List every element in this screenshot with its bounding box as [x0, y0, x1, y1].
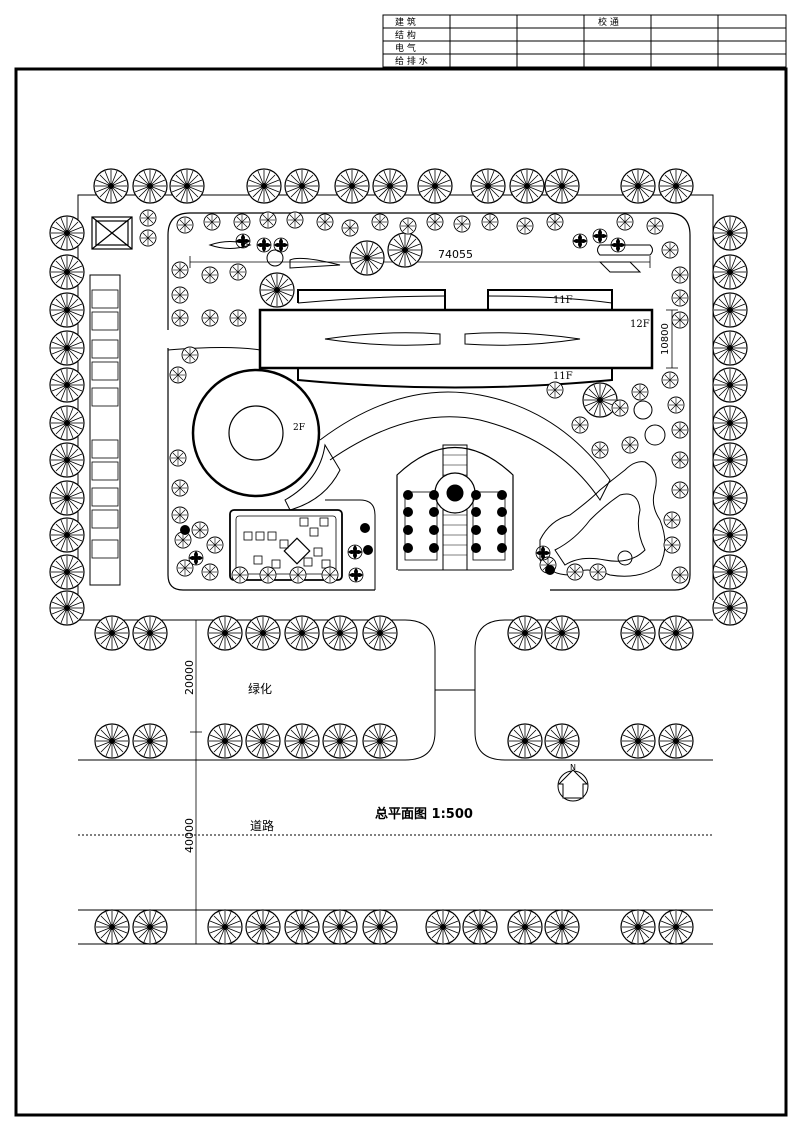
floors-east-label: 12F [630, 319, 650, 330]
vertical-dimensions [190, 619, 202, 945]
tb-structure: 结 构 [395, 29, 416, 41]
north-label: N [570, 763, 576, 772]
main-building [258, 289, 654, 389]
east-garden [539, 400, 666, 577]
round-building [191, 368, 341, 511]
utility-box [91, 216, 133, 250]
parking-lot [89, 274, 121, 586]
green-dimension-label: 20000 [183, 660, 196, 695]
floors-north-label: 11F [553, 295, 573, 306]
depth-dimension-label: 10800 [660, 323, 671, 355]
main-road [78, 834, 713, 945]
title-block [382, 14, 787, 68]
plan-title: 总平面图 1:500 [375, 806, 473, 822]
floors-round-label: 2F [293, 423, 305, 433]
green-label: 绿化 [248, 681, 272, 696]
tb-electrical: 电 气 [395, 42, 416, 54]
tb-architecture: 建 筑 [395, 16, 416, 28]
west-garden [229, 509, 343, 581]
tree-icon [49, 168, 748, 945]
width-dimension [189, 256, 651, 268]
ne-features [208, 241, 653, 273]
garden-boundary [167, 212, 691, 591]
tb-plumbing: 给 排 水 [395, 55, 428, 67]
floors-south-label: 11F [553, 371, 573, 382]
road-label: 道路 [250, 818, 274, 833]
north-arrow-icon [557, 769, 589, 802]
road-dimension-label: 40000 [183, 818, 196, 853]
tb-approval: 校 通 [598, 16, 619, 28]
curved-path [167, 347, 611, 501]
drawing-border [14, 67, 788, 1117]
width-dimension-label: 74055 [438, 248, 473, 261]
title-block-text: 建 筑 结 构 电 气 给 排 水 校 通 [395, 16, 619, 67]
west-walk [325, 499, 376, 590]
access-road [78, 619, 713, 761]
central-plaza [396, 444, 514, 571]
